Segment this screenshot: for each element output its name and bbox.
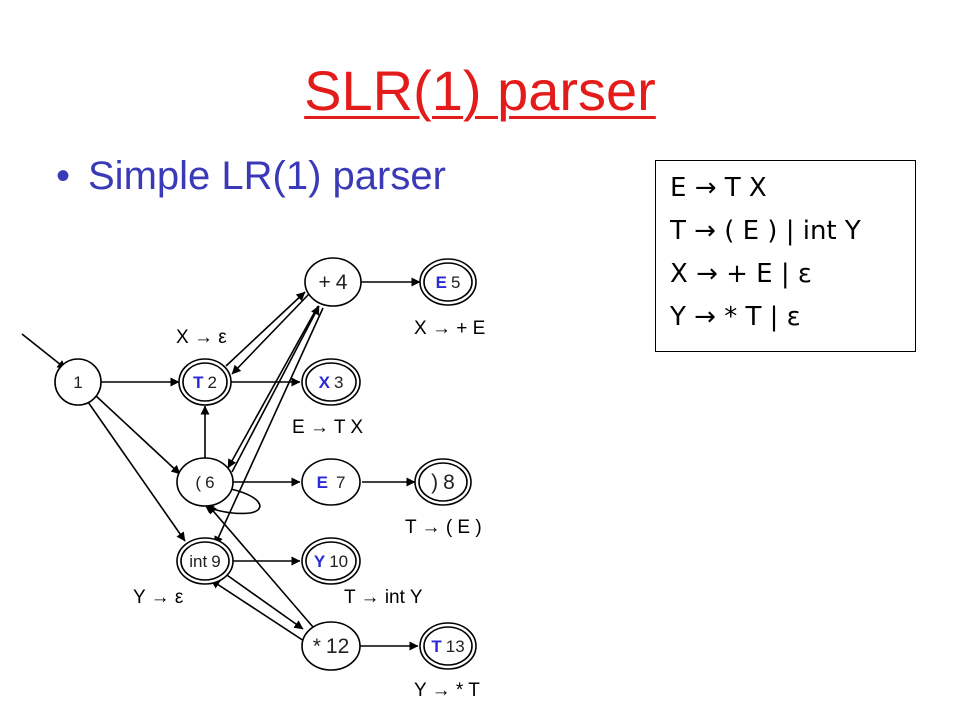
state-7 <box>301 458 361 506</box>
rule-e-tx: E → T X <box>292 417 363 438</box>
state-number: 9 <box>211 552 220 571</box>
edge-6-4 <box>231 305 320 473</box>
state-6-label: (6 <box>195 473 214 492</box>
grammar-rule: Y → * T | ε <box>670 302 801 332</box>
state-symbol: X <box>319 373 331 392</box>
edge-4-6 <box>227 305 319 469</box>
state-number: 7 <box>336 473 345 492</box>
state-number: 2 <box>207 373 216 392</box>
state-symbol: int <box>189 552 207 571</box>
state-13-inner <box>423 626 473 666</box>
grammar-rule: X → + E | ε <box>670 259 812 289</box>
state-symbol: + <box>319 271 331 294</box>
rule-x-eps: X → ε <box>176 327 227 348</box>
state-symbol: Y <box>314 552 326 571</box>
slide-title: SLR(1) parser <box>304 59 656 122</box>
state-symbol: E <box>436 273 447 292</box>
bullet-icon: • <box>56 154 71 198</box>
state-number: 12 <box>326 635 349 658</box>
state-number: 6 <box>205 473 214 492</box>
state-symbol: E <box>317 473 328 492</box>
state-number: 5 <box>451 273 460 292</box>
state-symbol: * <box>313 635 321 658</box>
grammar-rule: T → ( E ) | int Y <box>670 216 861 246</box>
state-12 <box>301 621 361 671</box>
state-10-inner <box>305 541 357 581</box>
state-number: 3 <box>334 373 343 392</box>
bullet-item: • Simple LR(1) parser <box>56 148 446 204</box>
edges <box>21 277 421 651</box>
state-symbol: ( <box>195 473 201 492</box>
bullet-text: Simple LR(1) parser <box>88 154 446 198</box>
edge-1-6 <box>94 394 181 475</box>
state-number: 8 <box>443 471 455 494</box>
edge-9-12 <box>223 572 304 630</box>
start-arrow <box>21 333 67 370</box>
state-2-inner <box>182 362 228 402</box>
edge-12-9 <box>210 579 305 642</box>
state-5-inner <box>423 262 473 302</box>
state-8-inner <box>418 462 468 502</box>
rule-t-paren: T → ( E ) <box>405 517 482 538</box>
states <box>54 257 477 671</box>
state-4-label: +4 <box>319 271 348 294</box>
rule-t-int: T → int Y <box>344 587 423 608</box>
rule-y-star: Y → * T <box>414 680 480 701</box>
grammar-rule: E → T X <box>670 173 767 203</box>
state-12-label: *12 <box>313 635 350 658</box>
edge-4-9 <box>214 307 324 546</box>
state-symbol: ) <box>431 471 438 494</box>
state-9-inner <box>180 541 230 581</box>
rule-labels: X → ε X → + E E → T X T → ( E ) Y → ε T … <box>133 318 485 701</box>
state-3-inner <box>305 362 357 402</box>
edge-1-9 <box>87 401 186 542</box>
edge-2-4 <box>225 291 306 367</box>
state-symbol: T <box>193 373 204 392</box>
state-symbol: T <box>431 637 442 656</box>
state-4 <box>304 257 362 307</box>
state-number: 13 <box>446 637 465 656</box>
edge-12-6 <box>207 504 314 628</box>
state-6 <box>176 457 234 507</box>
grammar-box: E → T X T → ( E ) | int Y X → + E | ε Y … <box>655 160 916 352</box>
edge-6-loop <box>204 487 261 515</box>
rule-y-eps: Y → ε <box>133 587 184 608</box>
state-1-label: 1 <box>73 373 82 392</box>
state-number: 4 <box>336 271 348 294</box>
edge-4-2 <box>231 293 310 375</box>
state-8-label: )8 <box>431 471 455 494</box>
state-1 <box>54 358 102 406</box>
state-number: 10 <box>329 552 348 571</box>
rule-x-plus: X → + E <box>414 318 485 339</box>
